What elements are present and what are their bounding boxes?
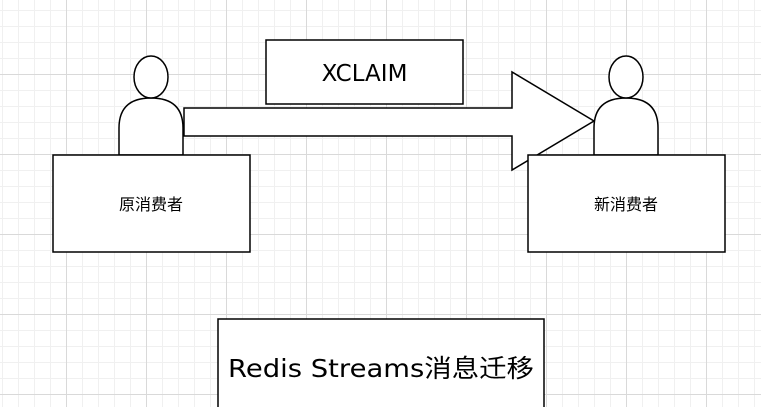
target-consumer-label: 新消费者 — [594, 195, 658, 214]
target-consumer: 新消费者 — [527, 55, 726, 253]
source-consumer-label: 原消费者 — [119, 195, 183, 214]
caption-label: Redis Streams消息迁移 — [228, 354, 534, 383]
target-actor-icon — [593, 55, 659, 156]
target-consumer-box — [527, 154, 726, 253]
migration-arrow — [183, 70, 596, 172]
caption-box: Redis Streams消息迁移 — [217, 318, 545, 407]
xclaim-label: XCLAIM — [322, 61, 408, 87]
source-consumer: 原消费者 — [52, 55, 251, 253]
xclaim-box: XCLAIM — [265, 39, 464, 105]
source-actor-icon — [118, 55, 184, 156]
source-consumer-box — [52, 154, 251, 253]
